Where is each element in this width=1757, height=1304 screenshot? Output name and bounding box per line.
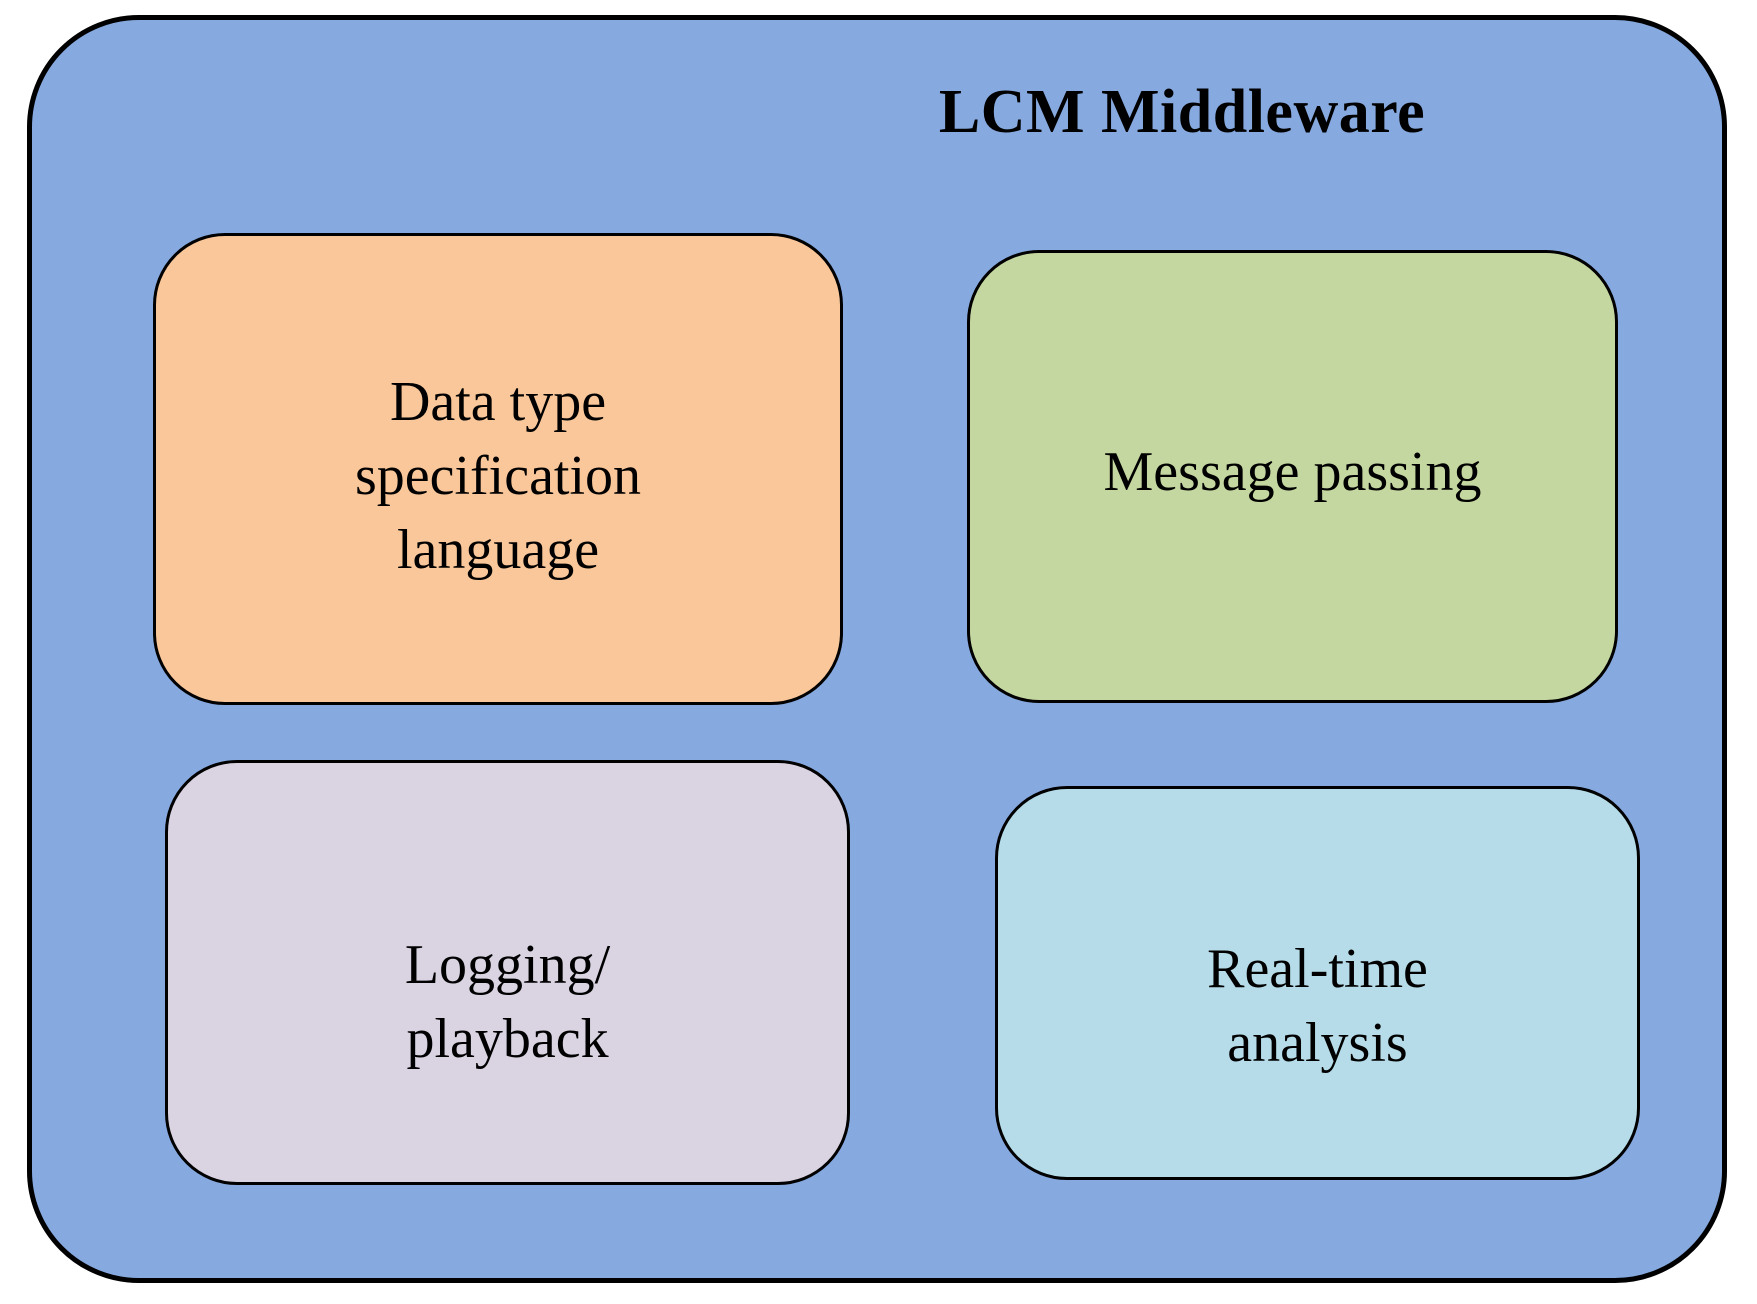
module-card-label: Data type specification language — [354, 371, 642, 581]
module-card-message-passing[interactable]: Message passing — [967, 250, 1618, 703]
lcm-middleware-container: LCM Middleware Data type specification l… — [27, 15, 1727, 1283]
page-title: LCM Middleware — [938, 78, 1426, 146]
module-card-real-time-analysis[interactable]: Real-time analysis — [995, 786, 1640, 1180]
module-card-label: Logging/ playback — [404, 933, 611, 1070]
module-card-label: Message passing — [1103, 440, 1482, 503]
module-card-label: Real-time analysis — [1207, 938, 1428, 1074]
module-card-logging-playback[interactable]: Logging/ playback — [165, 760, 850, 1185]
module-card-data-type-specification-language[interactable]: Data type specification language — [153, 233, 843, 705]
